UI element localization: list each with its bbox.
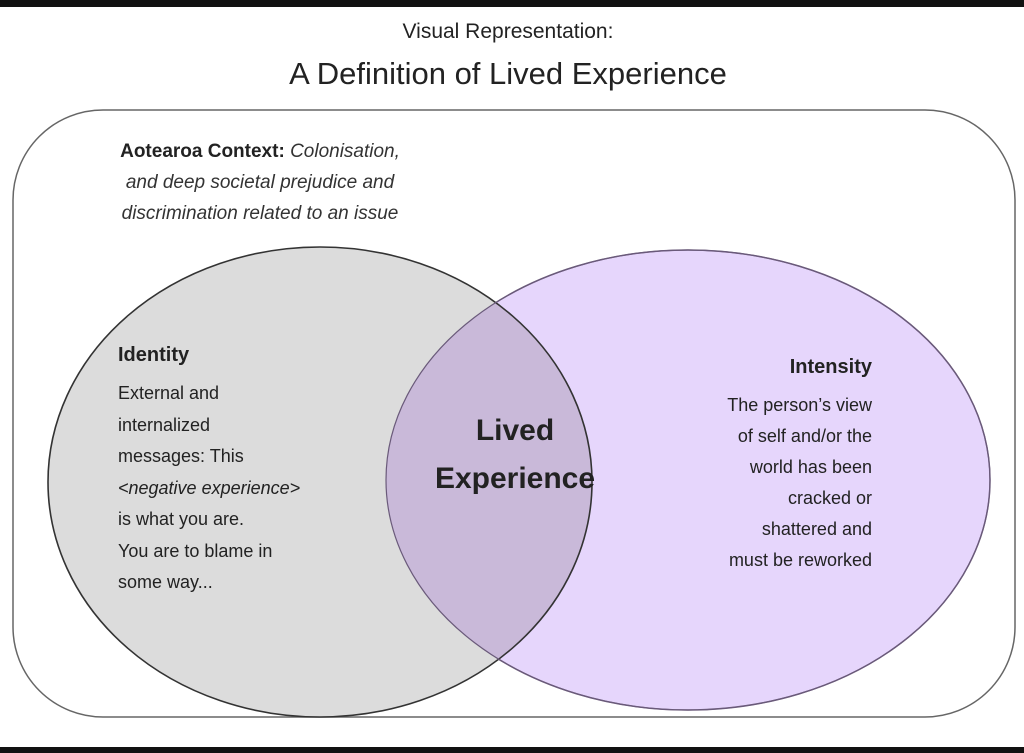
intensity-circle-outline: [385, 249, 991, 711]
identity-line: internalized: [118, 414, 211, 435]
overlap-region: [386, 250, 592, 710]
identity-line: is what you are.: [118, 509, 245, 529]
identity-heading: Identity: [118, 344, 190, 366]
context-text-2: and deep societal prejudice and: [125, 172, 395, 193]
center-line-1: Lived: [475, 414, 555, 447]
intensity-line: shattered and: [761, 519, 872, 539]
top-border: [0, 0, 1024, 7]
context-label: Aotearoa Context: Colonisation, and deep…: [60, 136, 460, 229]
context-text-3: discrimination related to an issue: [121, 203, 399, 224]
identity-circle-outline: [47, 246, 593, 718]
lived-experience-label: Lived Experience: [405, 407, 625, 503]
intensity-line: cracked or: [787, 488, 872, 508]
identity-line: External and: [118, 383, 220, 403]
context-heading: Aotearoa Context:: [120, 141, 285, 162]
intensity-line: of self and/or the: [737, 426, 872, 446]
identity-line: <negative experience>: [118, 477, 301, 498]
intensity-line: world has been: [749, 457, 872, 477]
page-title: A Definition of Lived Experience: [289, 56, 727, 91]
intensity-line: must be reworked: [728, 550, 872, 570]
subtitle: Visual Representation:: [402, 20, 614, 43]
identity-line: some way...: [118, 572, 213, 592]
intensity-body: The person’s view of self and/or the wor…: [727, 390, 872, 576]
bottom-border: [0, 747, 1024, 753]
identity-line: messages: This: [118, 446, 244, 466]
center-line-2: Experience: [434, 462, 596, 495]
identity-line: You are to blame in: [118, 540, 273, 561]
intensity-line: The person’s view: [727, 395, 872, 415]
intensity-heading: Intensity: [789, 356, 872, 378]
context-text-1: Colonisation,: [290, 141, 400, 162]
identity-body: External and internalized messages: This…: [118, 378, 300, 599]
